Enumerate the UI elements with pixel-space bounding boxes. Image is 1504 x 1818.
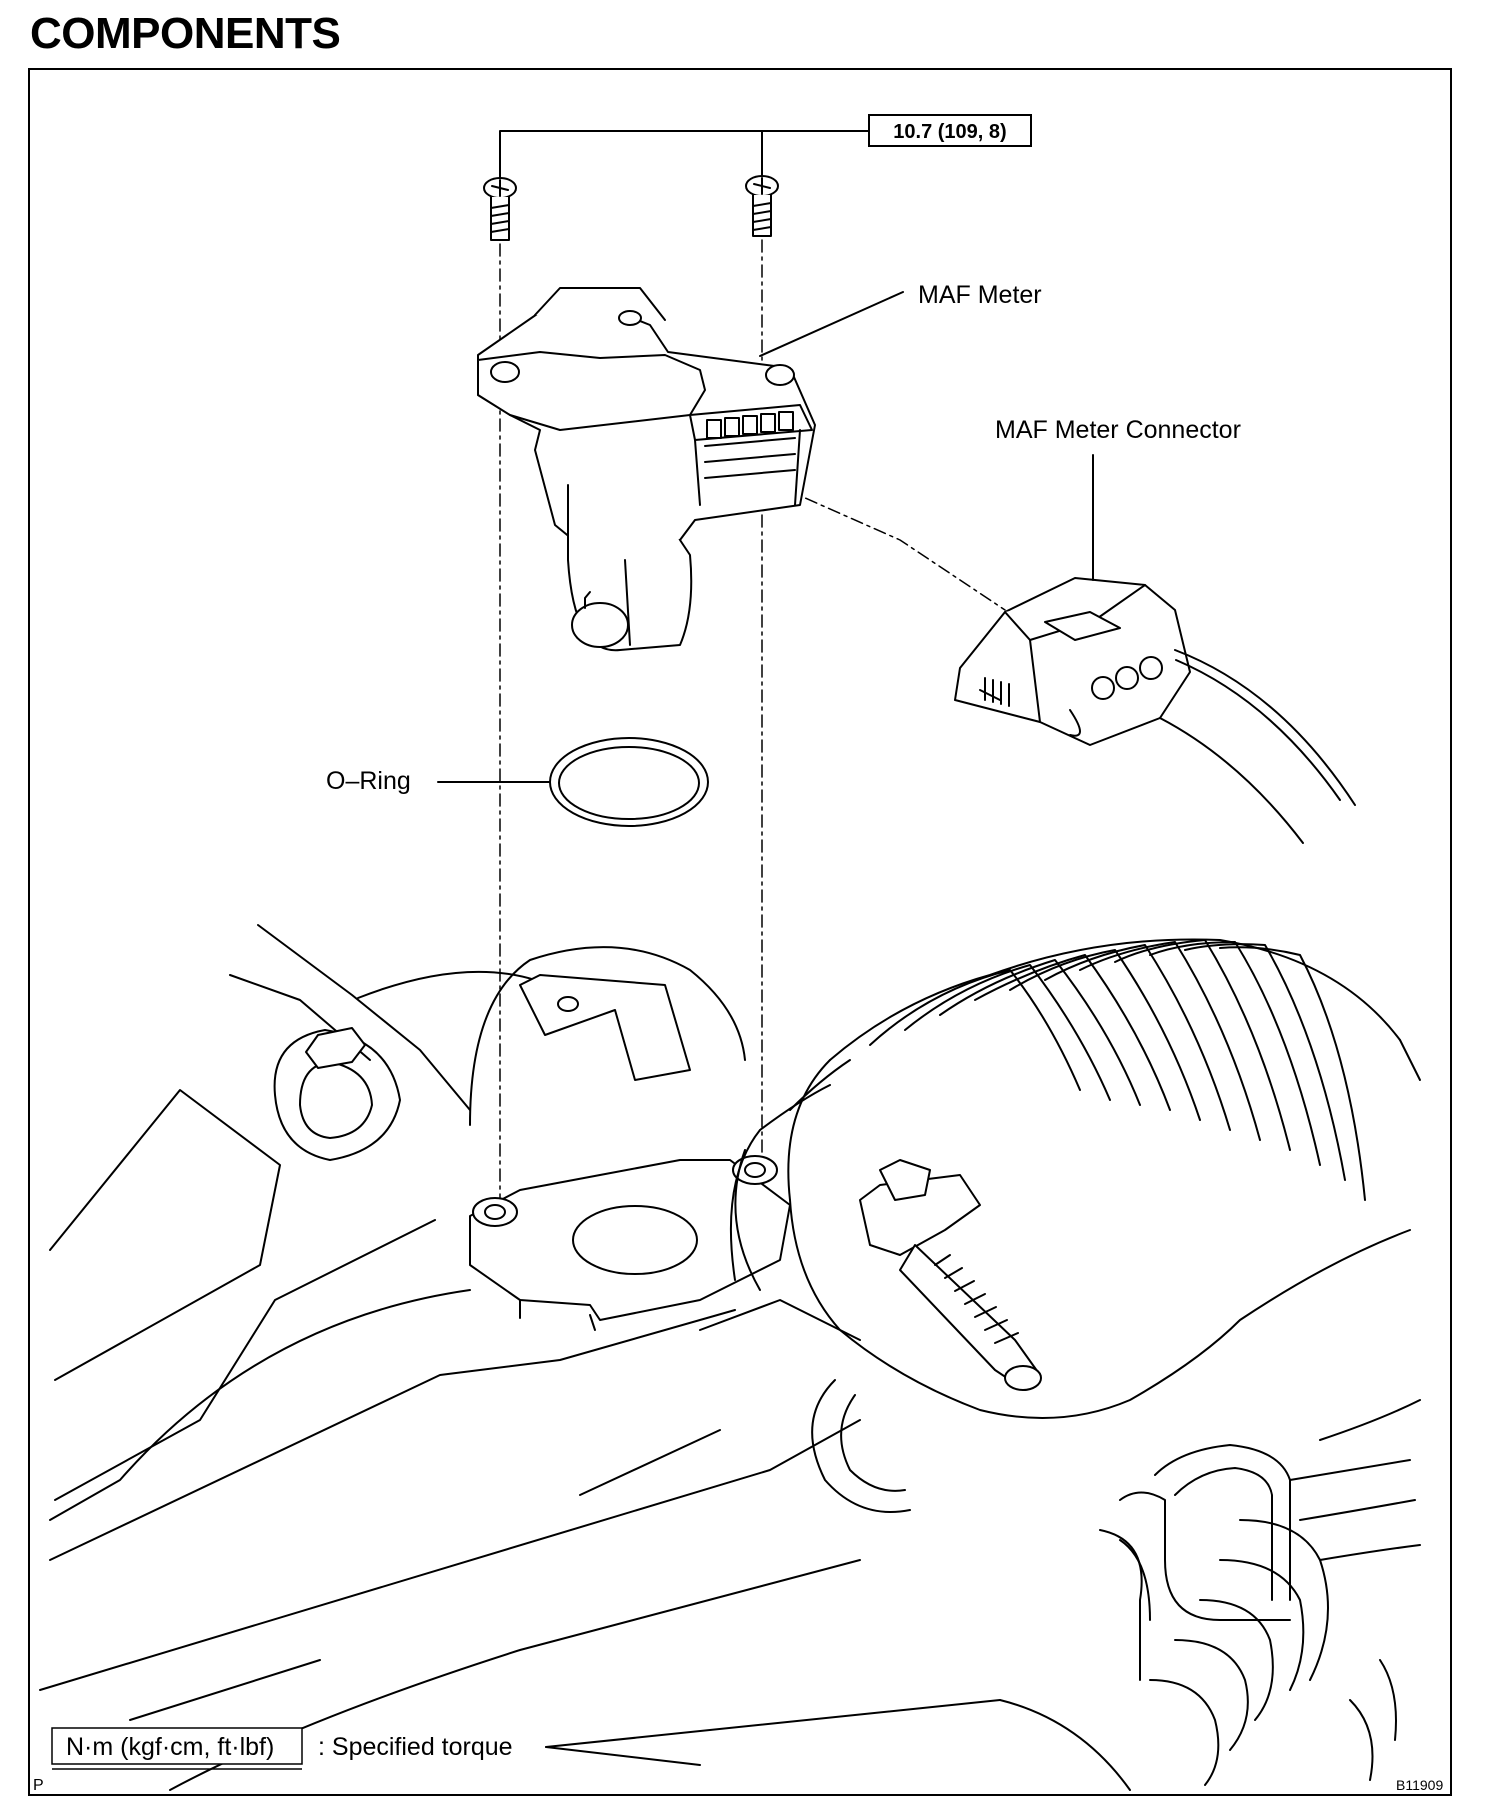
legend-leader-2	[545, 1746, 701, 1766]
connector-wire-harness	[1159, 649, 1356, 844]
hose-clamp-icon	[859, 1159, 1042, 1391]
page-title: COMPONENTS	[30, 9, 341, 58]
maf-meter-icon	[477, 287, 816, 652]
bolt-right-icon	[745, 175, 779, 237]
maf-meter-connector-label: MAF Meter Connector	[995, 416, 1241, 444]
torque-leader-lines	[499, 130, 870, 191]
legend-description: : Specified torque	[318, 1733, 513, 1761]
torque-callout-box	[868, 114, 1032, 147]
legend-leader	[545, 1699, 1001, 1748]
corner-code: P	[33, 1777, 44, 1794]
intake-hose-bellows	[729, 938, 1421, 1419]
legend-unit-label: N·m (kgf·cm, ft·lbf)	[66, 1733, 274, 1761]
maf-meter-leader	[759, 291, 904, 357]
o-ring-icon	[549, 737, 709, 827]
maf-meter-label: MAF Meter	[918, 281, 1042, 309]
pipe-loops	[811, 1379, 1421, 1791]
bolt-left-icon	[483, 177, 517, 241]
torque-callout-label: 10.7 (109, 8)	[893, 121, 1006, 143]
maf-meter-connector-icon	[954, 577, 1191, 746]
air-intake-assembly	[39, 924, 861, 1791]
figure-frame	[28, 68, 1452, 1796]
o-ring-label: O–Ring	[326, 767, 411, 795]
legend-unit-box	[51, 1727, 303, 1765]
figure-id: B11909	[1396, 1777, 1443, 1793]
